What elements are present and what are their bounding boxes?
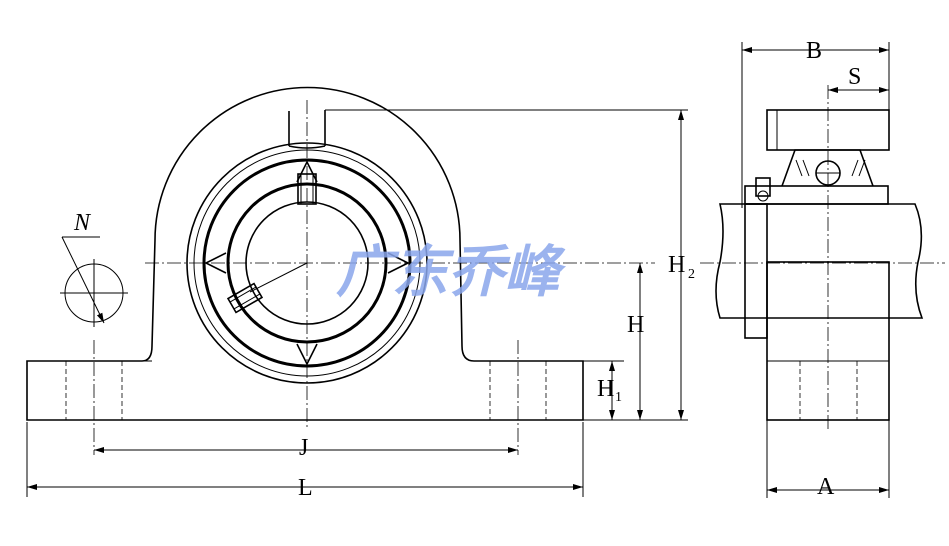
label-l: L (298, 475, 313, 501)
label-b: B (806, 38, 822, 64)
right-notch (387, 252, 410, 274)
side-view (700, 85, 945, 430)
side-set-screw (755, 177, 771, 197)
watermark-text: 广东乔峰 (336, 240, 567, 305)
label-h2-sub: 2 (688, 267, 695, 282)
label-h1: H (597, 376, 614, 402)
label-h: H (627, 312, 644, 338)
label-a: A (817, 474, 835, 500)
bearing-insert (744, 185, 889, 205)
front-dimensions (26, 109, 688, 497)
label-s: S (848, 64, 861, 90)
set-screw-angled (226, 282, 264, 314)
label-h1-sub: 1 (615, 390, 622, 405)
shaft (715, 203, 924, 319)
label-j: J (299, 435, 308, 461)
housing-outline (26, 86, 584, 421)
front-view (26, 86, 655, 455)
label-n: N (73, 210, 92, 236)
label-h2: H (668, 252, 685, 278)
side-dimensions (741, 42, 890, 498)
